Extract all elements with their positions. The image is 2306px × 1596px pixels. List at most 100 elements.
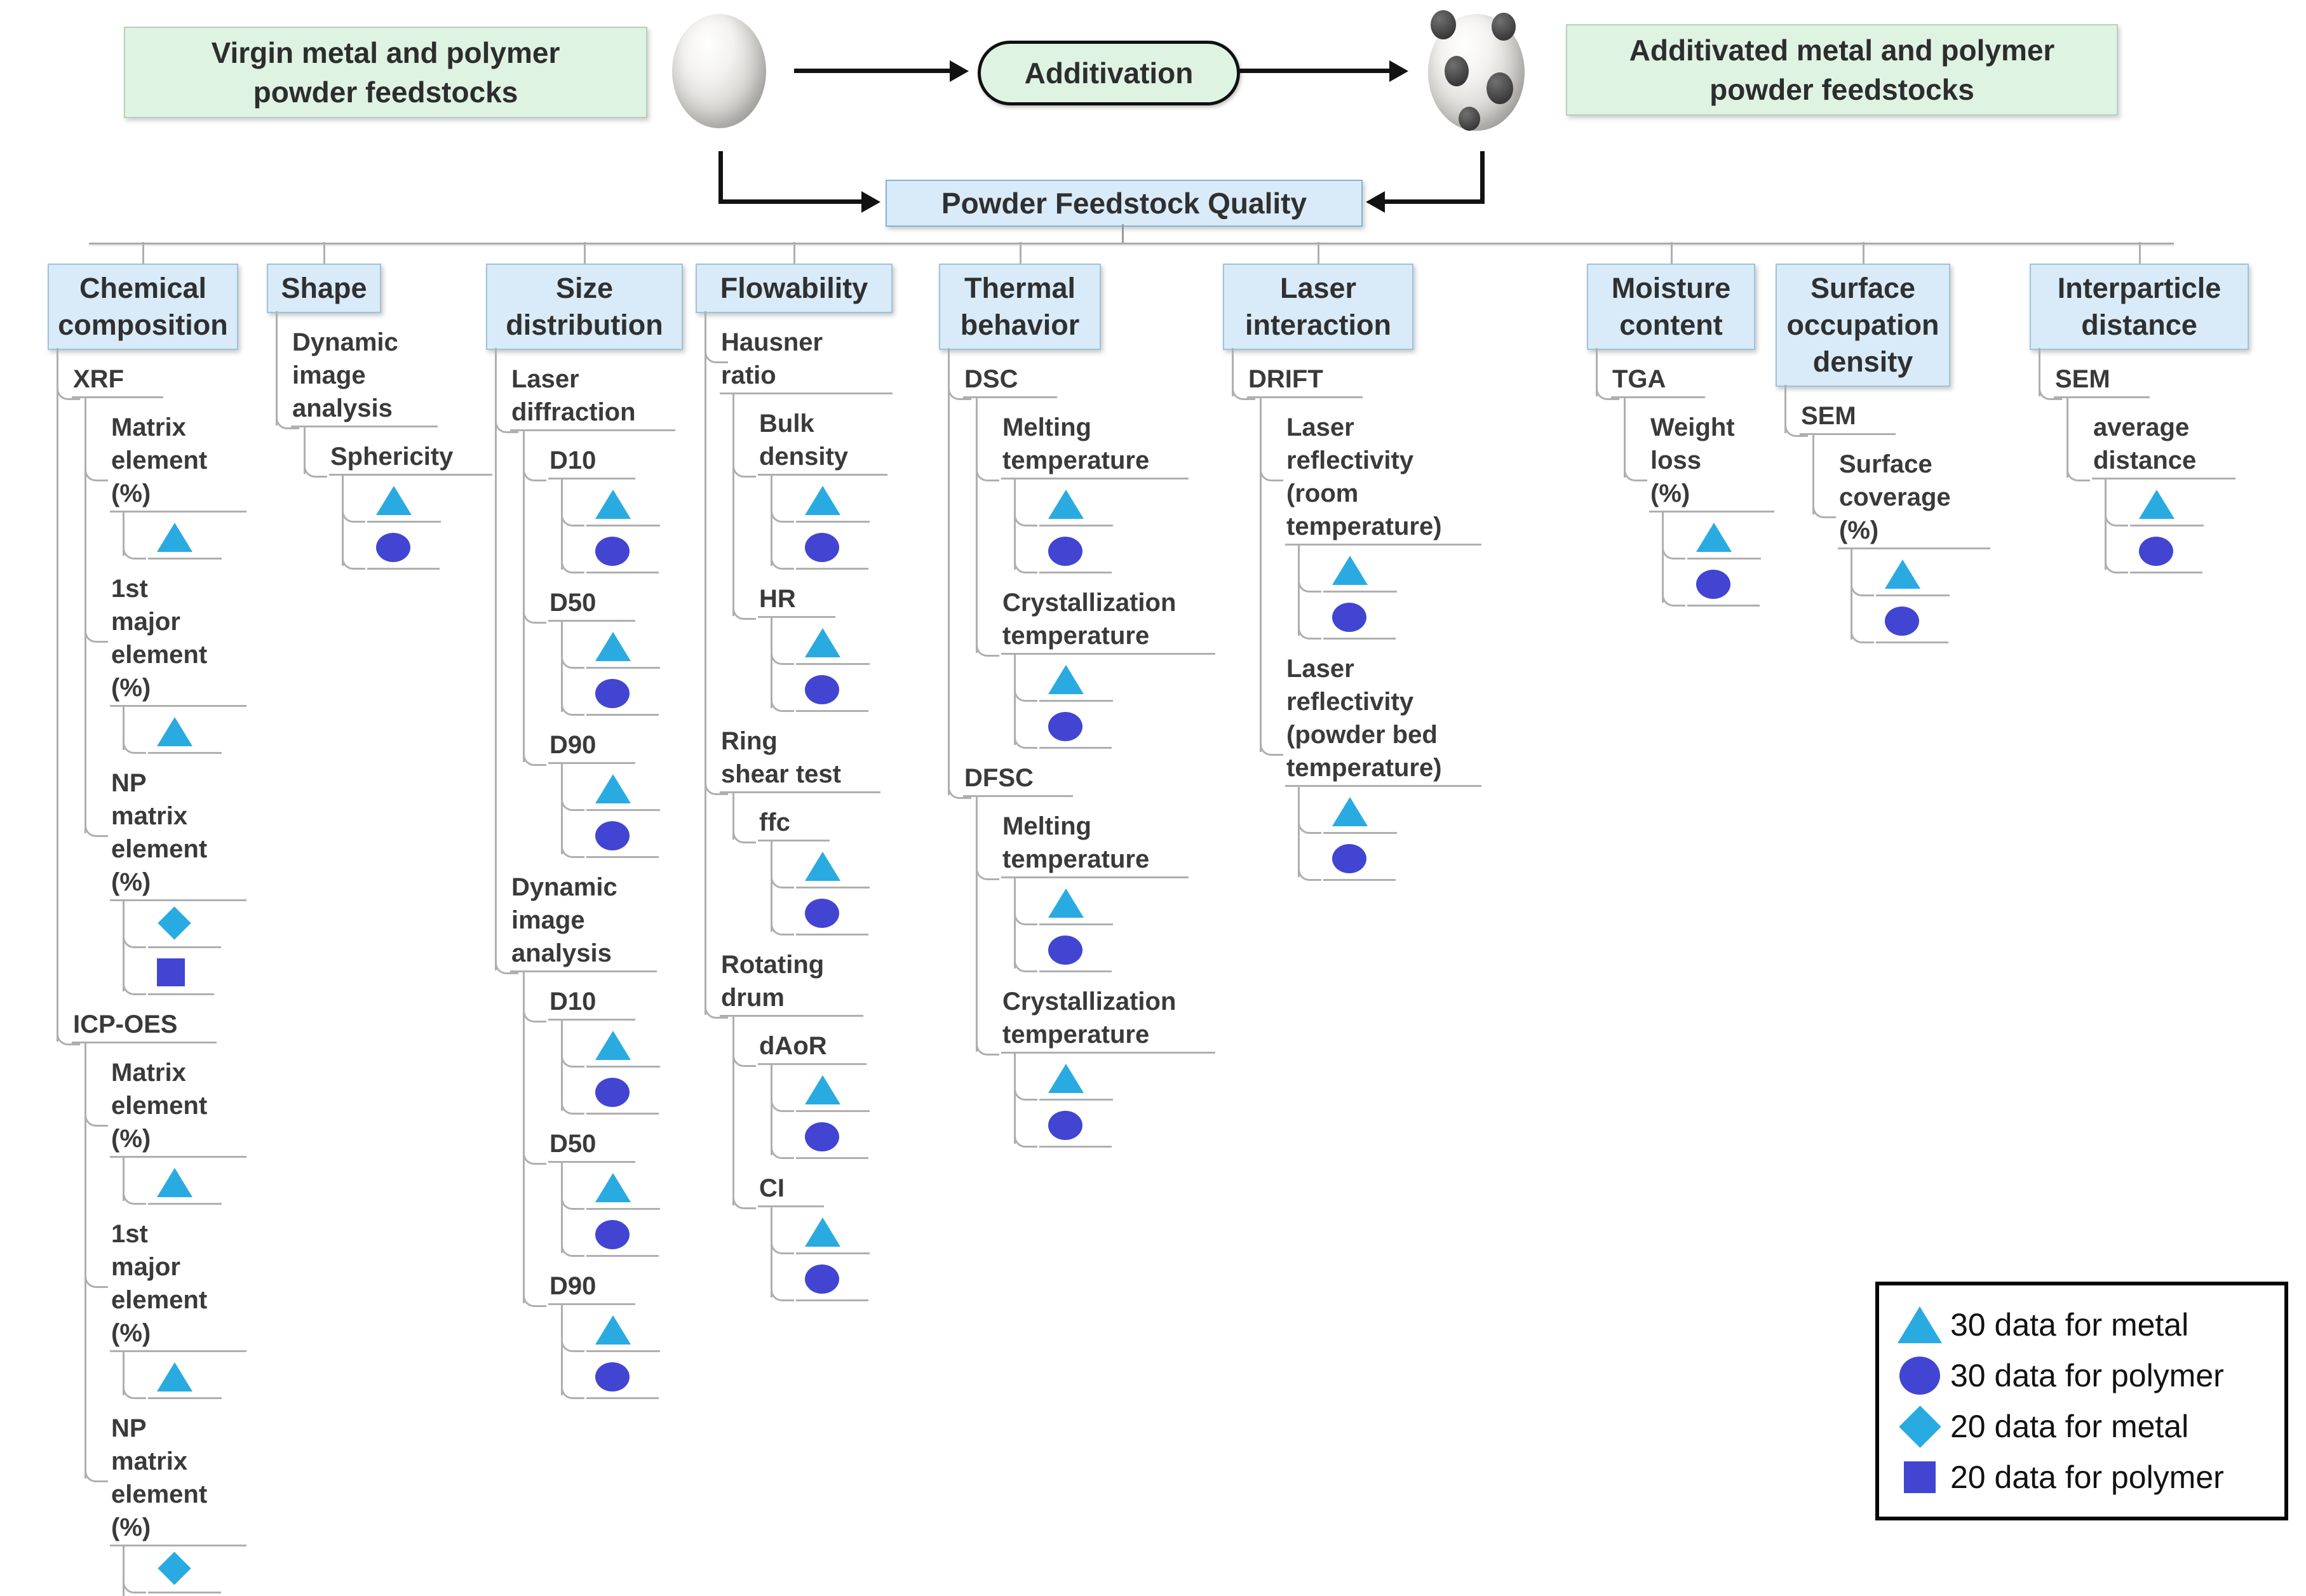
marker-shelf bbox=[796, 852, 870, 889]
circle-marker-icon bbox=[805, 1122, 839, 1151]
marker-shelf bbox=[796, 1264, 868, 1301]
tree-node-label: 1st major element (%) bbox=[110, 572, 247, 707]
tree-children: Matrix element (%)1st major element (%)N… bbox=[84, 1042, 247, 1596]
tree-node-label: HR bbox=[758, 582, 835, 618]
tree-node: Crystallization temperature bbox=[976, 572, 1216, 749]
tree-node: D10 bbox=[523, 970, 683, 1115]
legend-item: 30 data for polymer bbox=[1889, 1350, 2274, 1401]
tree-node: Sphericity bbox=[304, 426, 493, 570]
tree-node-label: SEM bbox=[1800, 399, 1896, 435]
triangle-marker-icon bbox=[1048, 889, 1084, 918]
category-stub-line bbox=[1670, 242, 1673, 264]
marker-node bbox=[1014, 525, 1112, 573]
tree-node-label: D90 bbox=[548, 728, 636, 764]
additivated-feedstock-box: Additivated metal and polymer powder fee… bbox=[1566, 24, 2118, 116]
marker-node bbox=[771, 1252, 893, 1301]
marker-node bbox=[1298, 785, 1413, 834]
marker-node bbox=[561, 1066, 683, 1115]
marker-shelf bbox=[796, 533, 868, 570]
category-header: Flowability bbox=[696, 264, 893, 313]
marker-shelf bbox=[1687, 523, 1761, 560]
circle-marker-icon bbox=[805, 1264, 839, 1294]
marker-shelf bbox=[148, 1552, 221, 1593]
marker-node bbox=[123, 1156, 238, 1205]
legend-marker-cell bbox=[1889, 1405, 1950, 1448]
category-header: Size distribution bbox=[486, 264, 683, 350]
additivation-process-pill: Additivation bbox=[978, 41, 1240, 105]
category-stub-line bbox=[1019, 242, 1022, 264]
legend-label: 20 data for metal bbox=[1950, 1409, 2189, 1444]
tree-node: 1st major element (%) bbox=[84, 558, 247, 754]
marker-shelf bbox=[586, 1362, 659, 1399]
marker-node bbox=[771, 521, 893, 570]
tree-node-label: Laser reflectivity (room temperature) bbox=[1285, 411, 1481, 546]
triangle-marker-icon bbox=[805, 628, 840, 657]
tree-children bbox=[1014, 1052, 1113, 1148]
tree-node-label: Hausner ratio bbox=[720, 326, 893, 394]
marker-node bbox=[561, 762, 683, 811]
circle-marker-icon bbox=[595, 1220, 630, 1249]
tree-node: 1st major element (%) bbox=[84, 1203, 247, 1399]
legend-label: 30 data for metal bbox=[1950, 1307, 2189, 1343]
marker-shelf bbox=[796, 1122, 868, 1159]
marker-node bbox=[1014, 1099, 1112, 1148]
category-stub-line bbox=[793, 242, 795, 264]
circle-marker-icon bbox=[805, 675, 839, 704]
additive-dot-icon bbox=[1459, 107, 1480, 131]
tree-node: Weight loss (%) bbox=[1624, 396, 1774, 607]
marker-node bbox=[123, 705, 238, 754]
tree-children bbox=[1662, 511, 1761, 607]
legend-label: 20 data for polymer bbox=[1950, 1459, 2224, 1495]
tree-children bbox=[561, 762, 683, 858]
tree-children bbox=[123, 1545, 238, 1596]
triangle-marker-icon bbox=[595, 1315, 631, 1345]
tree-node-label: TGA bbox=[1611, 363, 1706, 398]
triangle-marker-icon bbox=[595, 774, 631, 803]
marker-shelf bbox=[586, 1220, 659, 1257]
tree-node-label: D50 bbox=[548, 586, 636, 622]
legend-marker-cell bbox=[1889, 1461, 1950, 1493]
marker-node bbox=[1014, 923, 1112, 972]
circle-marker-icon bbox=[805, 533, 839, 562]
tree-node-label: DFSC bbox=[963, 761, 1073, 797]
marker-shelf bbox=[1876, 560, 1950, 596]
tree-children bbox=[123, 1156, 238, 1205]
triangle-marker-icon bbox=[1048, 490, 1084, 519]
marker-node bbox=[342, 521, 440, 570]
marker-node bbox=[771, 616, 893, 665]
marker-shelf bbox=[586, 537, 659, 573]
additivation-arrow-left bbox=[794, 69, 950, 73]
marker-node bbox=[123, 511, 238, 560]
category-header: Moisture content bbox=[1587, 264, 1755, 350]
triangle-marker-icon bbox=[1332, 556, 1368, 585]
marker-node bbox=[771, 1110, 893, 1159]
category-header: Chemical composition bbox=[48, 264, 238, 350]
marker-node bbox=[1014, 1052, 1113, 1101]
legend-item: 20 data for polymer bbox=[1889, 1452, 2274, 1503]
tree-children bbox=[1014, 478, 1113, 573]
category-header: Thermal behavior bbox=[939, 264, 1101, 350]
tree-node: D50 bbox=[523, 572, 683, 716]
tree-node: Surface coverage (%) bbox=[1812, 433, 1990, 643]
marker-node bbox=[1014, 876, 1113, 925]
marker-node bbox=[1014, 653, 1113, 702]
category-stub-line bbox=[2138, 242, 2141, 264]
category-stub-line bbox=[1318, 242, 1319, 264]
triangle-marker-icon bbox=[805, 852, 840, 881]
tree-node-label: Melting temperature bbox=[1001, 411, 1189, 479]
marker-node bbox=[123, 899, 238, 948]
tree-children bbox=[2105, 478, 2249, 573]
marker-shelf bbox=[586, 490, 660, 526]
tree-node-label: D10 bbox=[548, 444, 636, 479]
marker-shelf bbox=[796, 1217, 870, 1254]
tree-node: D10 bbox=[523, 429, 683, 573]
triangle-marker-icon bbox=[595, 490, 631, 519]
